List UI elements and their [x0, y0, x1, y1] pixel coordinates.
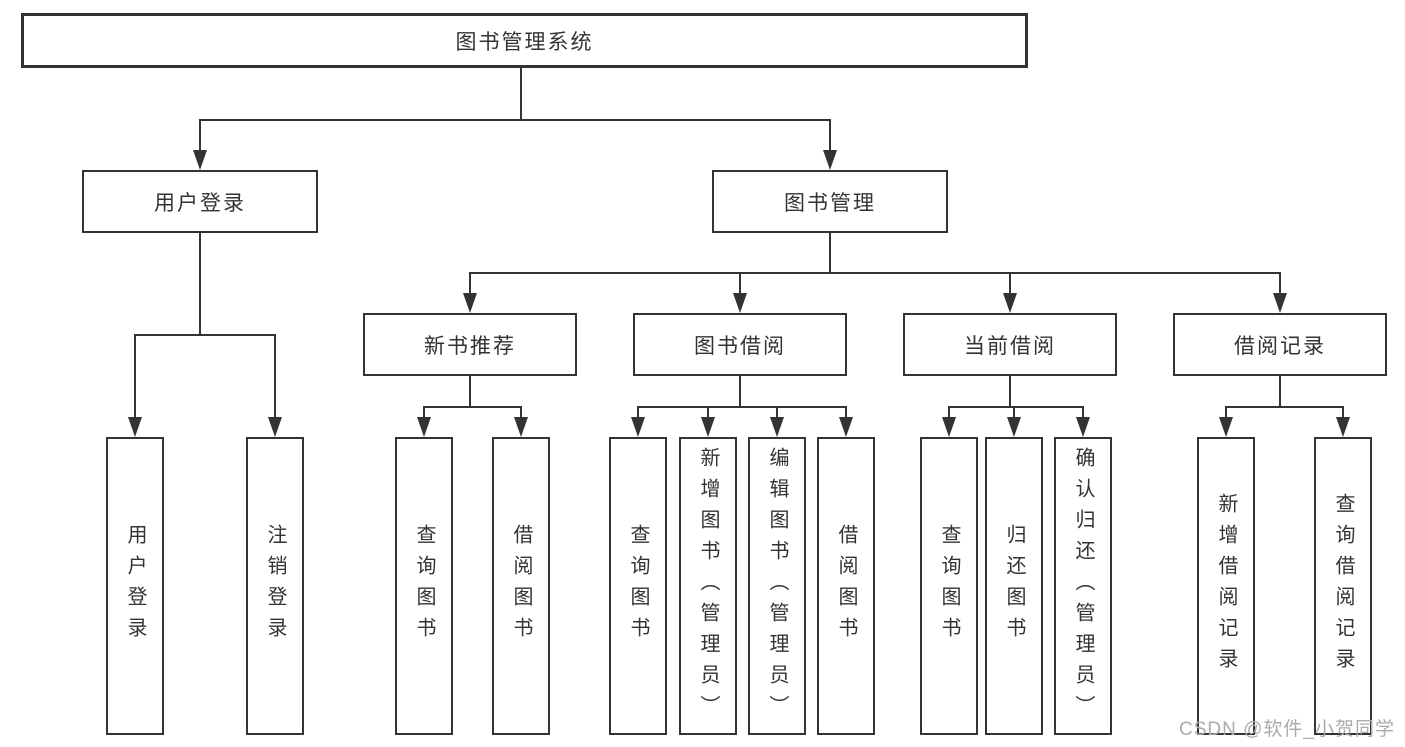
arrow-head-icon — [733, 293, 747, 313]
connector-line — [707, 406, 709, 419]
leaf-label: 编辑图书（管理员） — [766, 446, 788, 726]
leaf-label: 归还图书 — [1003, 524, 1025, 648]
node-label: 图书借阅 — [694, 334, 786, 358]
leaf-label: 查询图书 — [938, 524, 960, 648]
node-label: 当前借阅 — [964, 334, 1056, 358]
leaf-query-books-recommend: 查询图书 — [395, 437, 453, 735]
arrow-head-icon — [128, 417, 142, 437]
node-current-borrowing: 当前借阅 — [903, 313, 1117, 376]
connector-line — [948, 406, 950, 419]
connector-line — [199, 119, 831, 121]
leaf-user-login: 用户登录 — [106, 437, 164, 735]
arrow-head-icon — [1219, 417, 1233, 437]
connector-line — [845, 406, 847, 419]
node-label: 图书管理系统 — [455, 30, 594, 54]
leaf-edit-book-admin: 编辑图书（管理员） — [748, 437, 806, 735]
connector-line — [739, 272, 741, 295]
arrow-head-icon — [1007, 417, 1021, 437]
leaf-logout-login: 注销登录 — [246, 437, 304, 735]
connector-line — [948, 406, 1084, 408]
connector-line — [1009, 376, 1011, 408]
connector-line — [469, 272, 471, 295]
node-label: 新书推荐 — [424, 334, 516, 358]
connector-line — [520, 406, 522, 419]
node-library-management-system: 图书管理系统 — [21, 13, 1028, 68]
arrow-head-icon — [1336, 417, 1350, 437]
leaf-label: 用户登录 — [124, 524, 146, 648]
connector-line — [134, 334, 136, 419]
connector-line — [739, 376, 741, 408]
node-label: 用户登录 — [154, 191, 246, 215]
leaf-borrow-books-borrowing: 借阅图书 — [817, 437, 875, 735]
connector-line — [1013, 406, 1015, 419]
connector-line — [1009, 272, 1011, 295]
connector-line — [199, 233, 201, 336]
connector-line — [520, 68, 522, 120]
connector-line — [637, 406, 639, 419]
connector-line — [423, 406, 425, 419]
leaf-label: 注销登录 — [264, 524, 286, 648]
connector-line — [469, 376, 471, 408]
arrow-head-icon — [823, 150, 837, 170]
arrow-head-icon — [770, 417, 784, 437]
leaf-borrow-books-recommend: 借阅图书 — [492, 437, 550, 735]
connector-line — [1279, 376, 1281, 408]
arrow-head-icon — [942, 417, 956, 437]
arrow-head-icon — [268, 417, 282, 437]
arrow-head-icon — [1076, 417, 1090, 437]
leaf-label: 查询图书 — [627, 524, 649, 648]
leaf-label: 借阅图书 — [835, 524, 857, 648]
connector-line — [134, 334, 276, 336]
node-label: 图书管理 — [784, 191, 876, 215]
leaf-query-books-borrowing: 查询图书 — [609, 437, 667, 735]
node-book-borrowing: 图书借阅 — [633, 313, 847, 376]
connector-line — [423, 406, 522, 408]
arrow-head-icon — [463, 293, 477, 313]
leaf-label: 新增图书（管理员） — [697, 446, 719, 726]
arrow-head-icon — [1273, 293, 1287, 313]
connector-line — [637, 406, 847, 408]
leaf-add-book-admin: 新增图书（管理员） — [679, 437, 737, 735]
arrow-head-icon — [514, 417, 528, 437]
arrow-head-icon — [839, 417, 853, 437]
node-borrowing-records: 借阅记录 — [1173, 313, 1387, 376]
arrow-head-icon — [417, 417, 431, 437]
leaf-label: 查询图书 — [413, 524, 435, 648]
leaf-label: 新增借阅记录 — [1215, 493, 1237, 679]
leaf-label: 借阅图书 — [510, 524, 532, 648]
node-book-management: 图书管理 — [712, 170, 948, 233]
connector-line — [829, 233, 831, 274]
connector-line — [1225, 406, 1227, 419]
connector-line — [1279, 272, 1281, 295]
node-user-login: 用户登录 — [82, 170, 318, 233]
arrow-head-icon — [701, 417, 715, 437]
leaf-add-borrow-record: 新增借阅记录 — [1197, 437, 1255, 735]
leaf-query-books-current: 查询图书 — [920, 437, 978, 735]
node-label: 借阅记录 — [1234, 334, 1326, 358]
arrow-head-icon — [1003, 293, 1017, 313]
node-new-book-recommend: 新书推荐 — [363, 313, 577, 376]
connector-line — [1342, 406, 1344, 419]
arrow-head-icon — [631, 417, 645, 437]
leaf-query-borrow-record: 查询借阅记录 — [1314, 437, 1372, 735]
connector-line — [274, 334, 276, 419]
connector-line — [469, 272, 1281, 274]
connector-line — [1225, 406, 1344, 408]
watermark: CSDN @软件_小贺同学 — [1179, 719, 1395, 740]
leaf-return-book: 归还图书 — [985, 437, 1043, 735]
connector-line — [1082, 406, 1084, 419]
connector-line — [829, 119, 831, 152]
leaf-label: 确认归还（管理员） — [1072, 446, 1094, 726]
leaf-label: 查询借阅记录 — [1332, 493, 1354, 679]
leaf-confirm-return-admin: 确认归还（管理员） — [1054, 437, 1112, 735]
connector-line — [199, 119, 201, 152]
connector-line — [776, 406, 778, 419]
arrow-head-icon — [193, 150, 207, 170]
